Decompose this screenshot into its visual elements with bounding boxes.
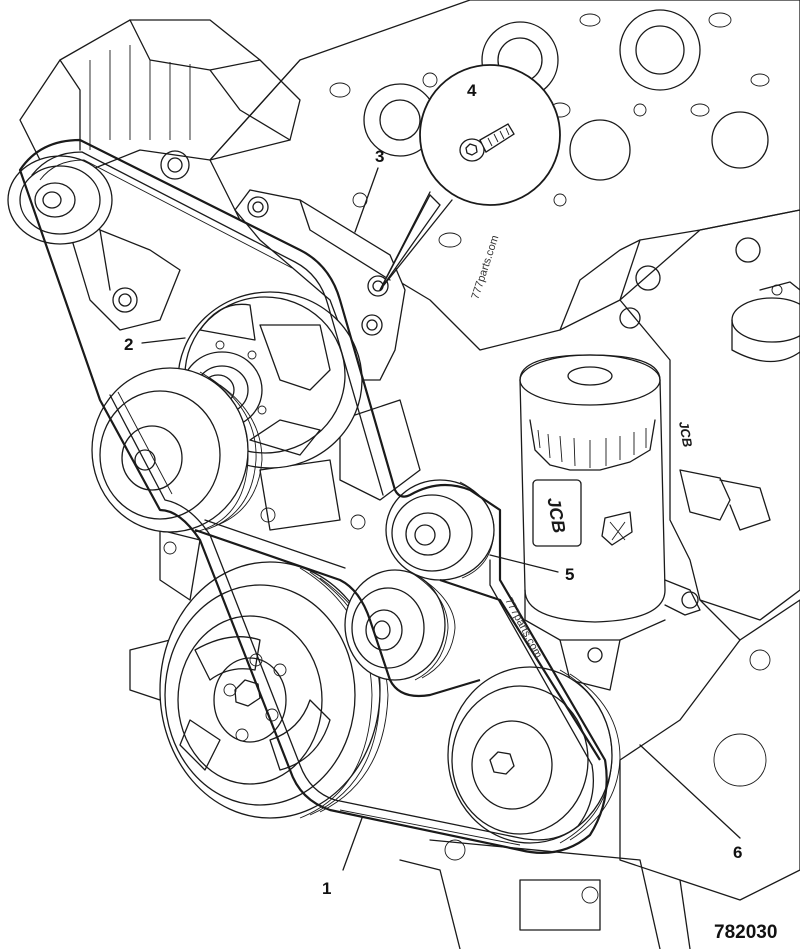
fuel-filter: JCB JCB bbox=[519, 354, 701, 691]
callout-6: 6 bbox=[733, 843, 742, 862]
bolt-detail-inset bbox=[379, 64, 561, 291]
callout-leaders bbox=[141, 167, 741, 871]
serpentine-belt bbox=[18, 138, 608, 854]
alternator-pulley bbox=[7, 155, 113, 245]
alternator bbox=[19, 19, 301, 331]
callout-1: 1 bbox=[322, 879, 331, 898]
callout-5: 5 bbox=[565, 565, 574, 584]
power-steering-pulley bbox=[447, 666, 621, 844]
idler-pulley-left bbox=[91, 367, 263, 533]
callout-3: 3 bbox=[375, 147, 384, 166]
brand-mark-side: JCB bbox=[676, 420, 695, 448]
callout-2: 2 bbox=[124, 335, 133, 354]
figure-reference-number: 782030 bbox=[714, 922, 777, 943]
bolt-icon bbox=[459, 123, 515, 162]
callout-4: 4 bbox=[467, 81, 477, 100]
watermark-upper: 777parts.com bbox=[469, 234, 501, 301]
idler-pulley-middle bbox=[344, 569, 456, 681]
